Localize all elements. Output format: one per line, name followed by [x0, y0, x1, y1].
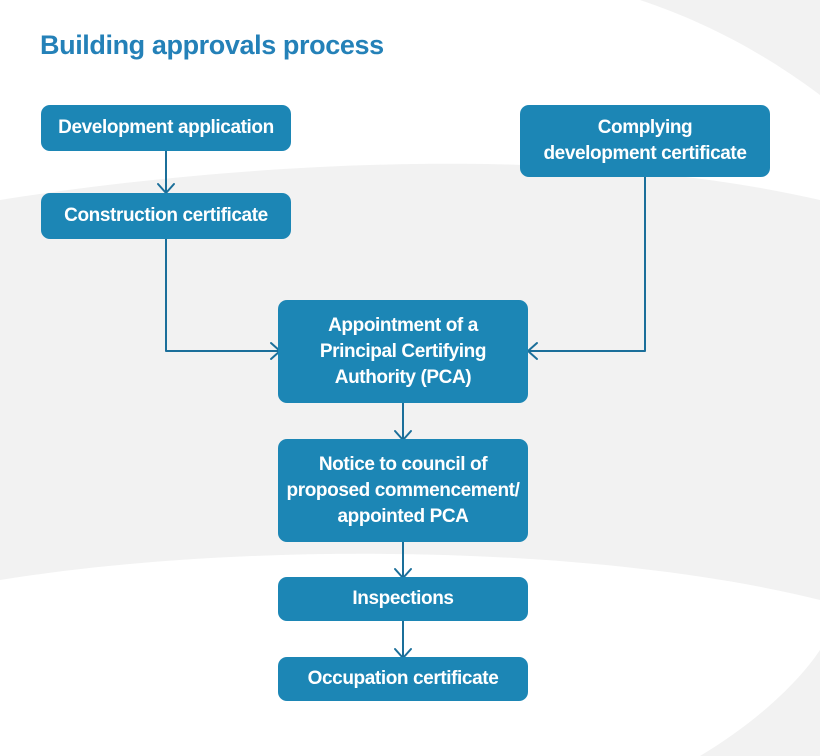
- node-notice-to-council: Notice to council of proposed commenceme…: [278, 439, 528, 542]
- node-construction-certificate: Construction certificate: [41, 193, 291, 239]
- node-complying-development-certificate: Complying development certificate: [520, 105, 770, 177]
- node-appointment-pca: Appointment of a Principal Certifying Au…: [278, 300, 528, 403]
- node-development-application: Development application: [41, 105, 291, 151]
- page-title: Building approvals process: [40, 30, 384, 60]
- node-occupation-certificate: Occupation certificate: [278, 657, 528, 701]
- node-inspections: Inspections: [278, 577, 528, 621]
